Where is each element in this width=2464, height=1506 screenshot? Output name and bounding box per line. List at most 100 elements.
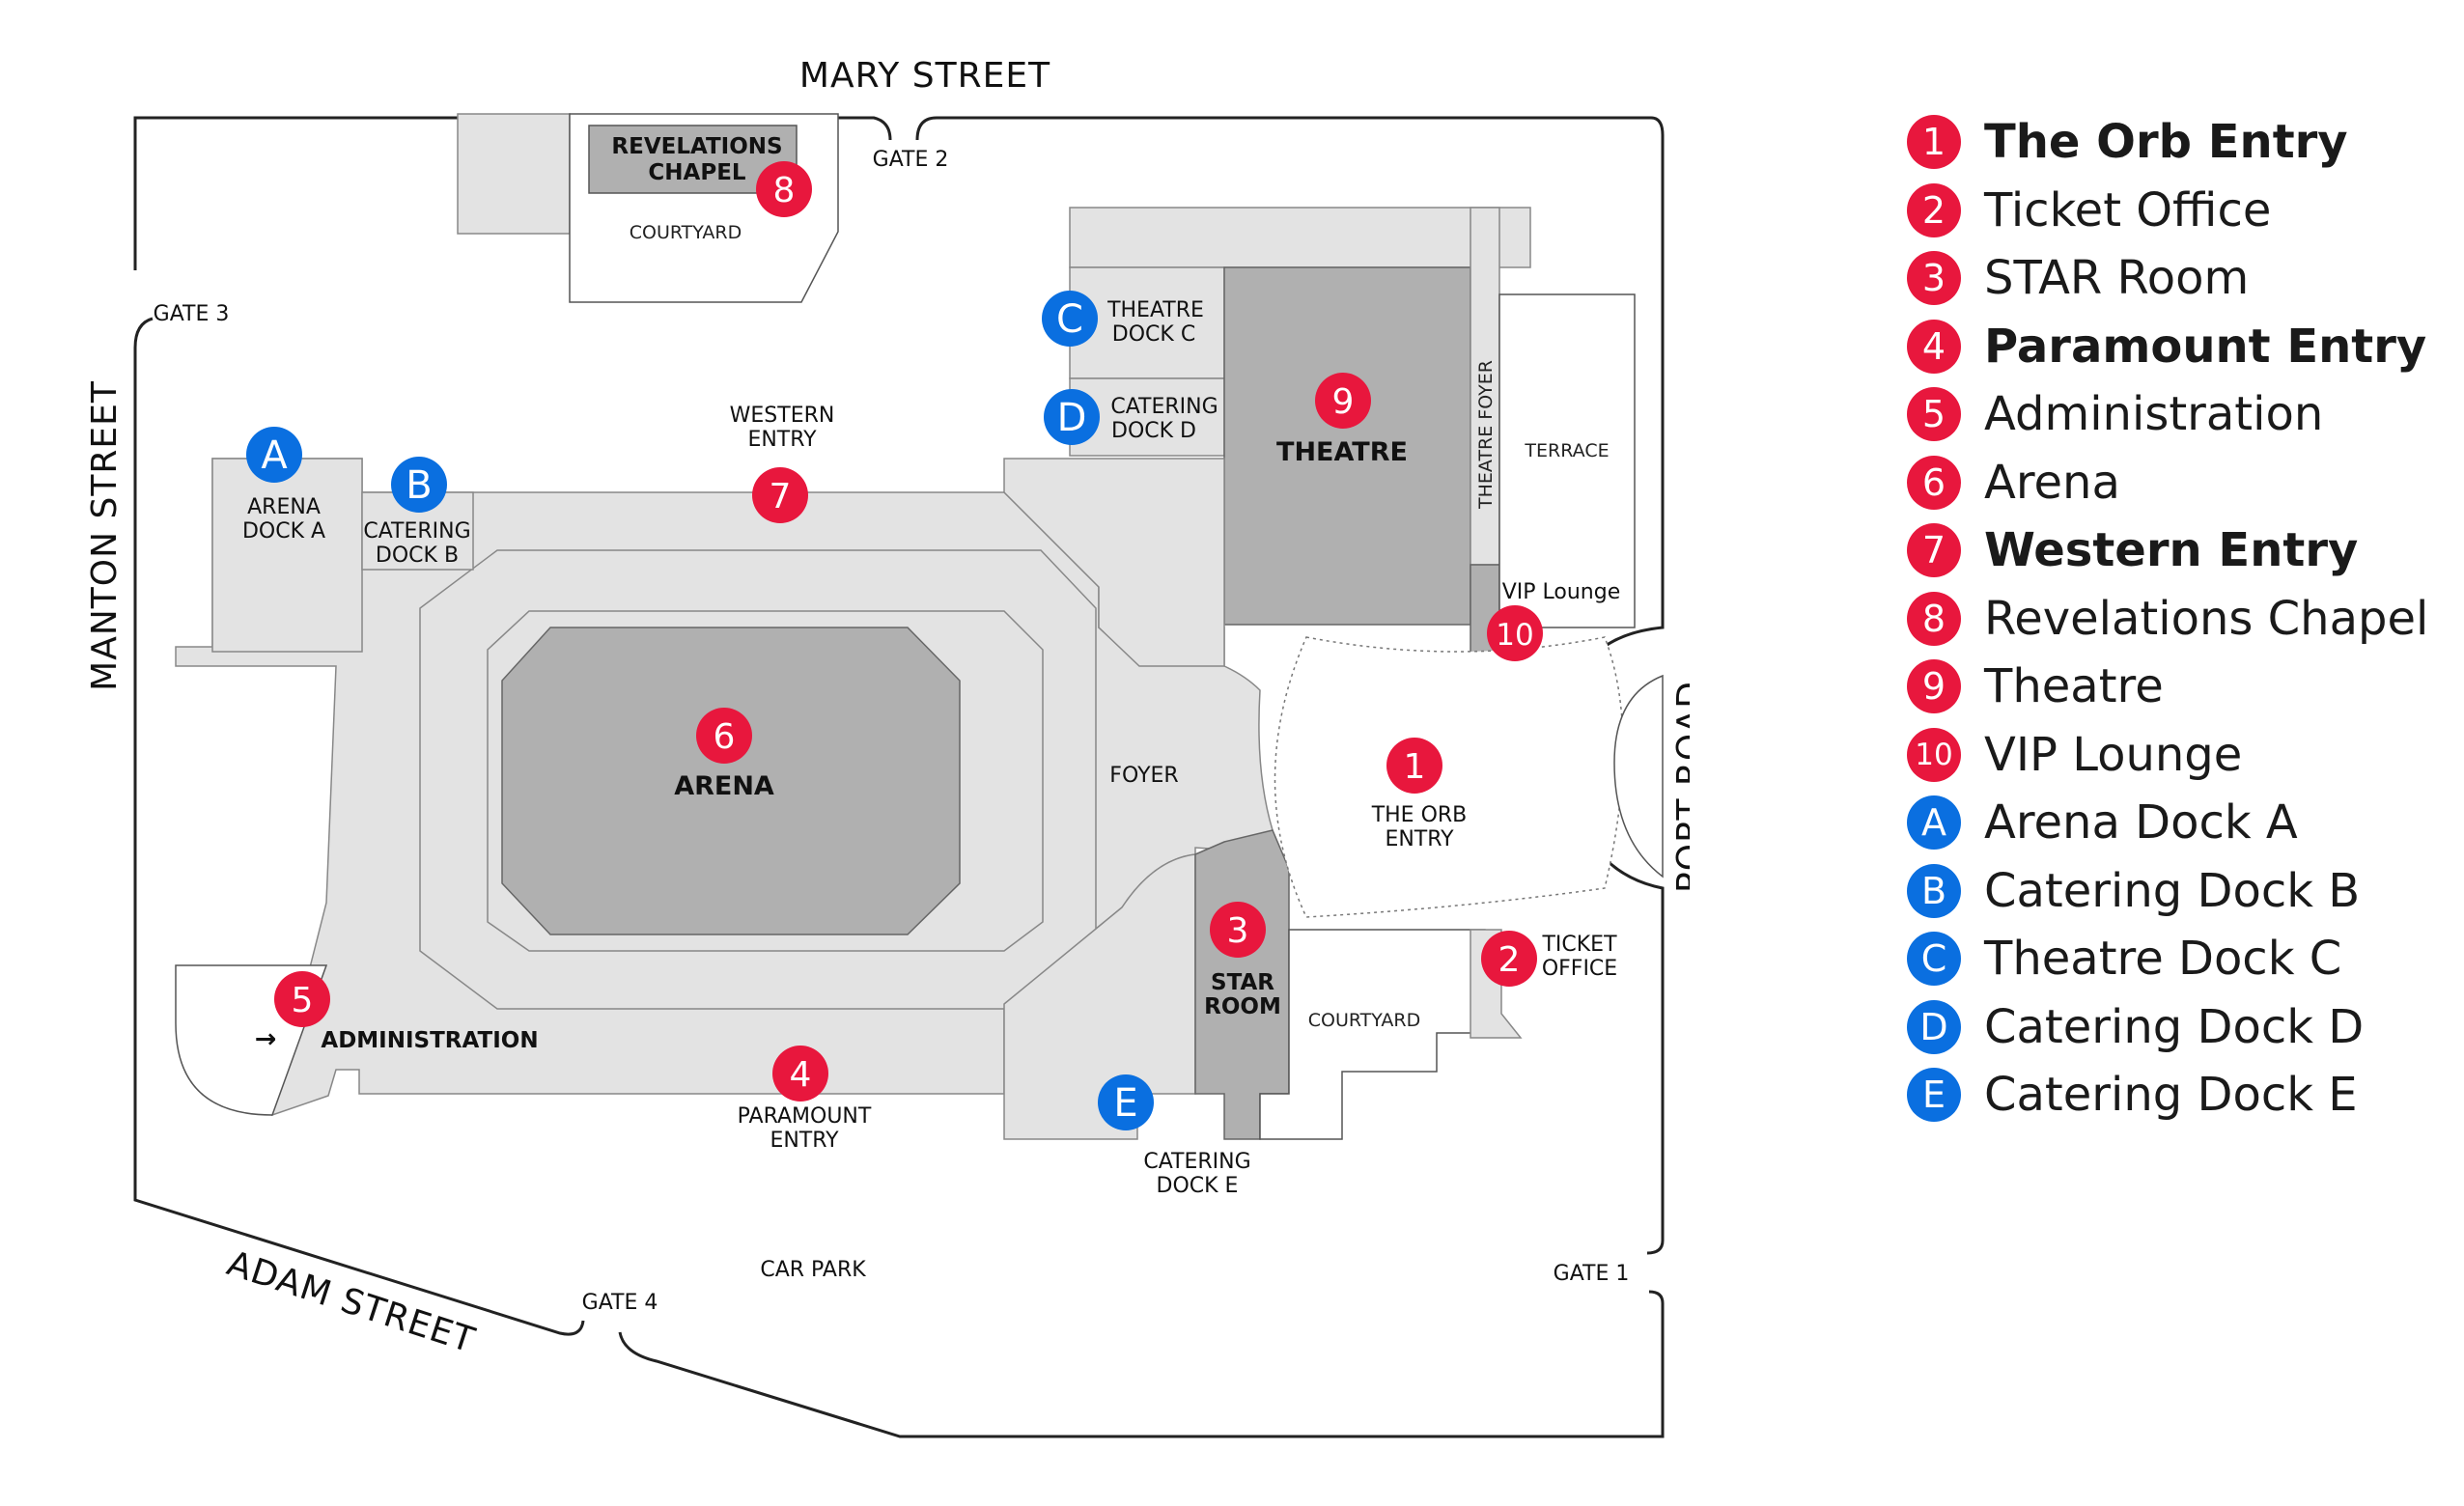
boundary-north-west: [133, 116, 892, 270]
legend-label: Revelations Chapel: [1984, 591, 2429, 646]
theatre-block: [1223, 266, 1471, 626]
svg-text:9: 9: [1332, 382, 1355, 422]
street-mary: MARY STREET: [799, 56, 1050, 96]
svg-text:6: 6: [714, 717, 736, 757]
legend-label: VIP Lounge: [1984, 727, 2243, 782]
legend-label: Theatre: [1984, 659, 2164, 714]
catering-dock-d-label-2: DOCK D: [1111, 419, 1196, 443]
arena-floor: [501, 627, 961, 935]
gate-3-label: GATE 3: [154, 302, 230, 326]
gate-1-label: GATE 1: [1554, 1262, 1630, 1286]
star-room-label-2: ROOM: [1204, 994, 1281, 1019]
marker-d[interactable]: D: [1044, 389, 1100, 445]
ticket-office-label-1: TICKET: [1541, 933, 1617, 957]
catering-dock-e-label-1: CATERING: [1143, 1150, 1250, 1174]
legend-badge: 5: [1907, 387, 1961, 442]
marker-9[interactable]: 9: [1315, 373, 1371, 429]
legend-badge: C: [1907, 932, 1961, 987]
marker-2[interactable]: 2: [1481, 931, 1537, 987]
port-road-bay: [1613, 674, 1664, 878]
legend-item[interactable]: 4 Paramount Entry: [1907, 313, 2448, 381]
arena-dock-a-label-2: DOCK A: [242, 519, 325, 544]
marker-3[interactable]: 3: [1210, 902, 1266, 958]
marker-a[interactable]: A: [246, 427, 302, 483]
svg-text:4: 4: [790, 1055, 812, 1095]
western-entry-label-2: ENTRY: [747, 428, 817, 452]
legend-badge: 3: [1907, 251, 1961, 306]
legend-label: STAR Room: [1984, 251, 2250, 306]
car-park-label: CAR PARK: [760, 1258, 866, 1282]
star-room-label-1: STAR: [1211, 970, 1274, 995]
marker-c[interactable]: C: [1042, 291, 1098, 347]
theatre-foyer-block: [1470, 207, 1500, 566]
catering-dock-b-label-2: DOCK B: [376, 544, 459, 568]
marker-e[interactable]: E: [1098, 1074, 1154, 1130]
marker-8[interactable]: 8: [756, 161, 812, 217]
western-entry-label-1: WESTERN: [730, 404, 835, 428]
gate-4-label: GATE 4: [582, 1291, 658, 1315]
marker-b[interactable]: B: [391, 457, 447, 513]
legend-label: Western Entry: [1984, 523, 2359, 578]
arena-label: ARENA: [674, 771, 774, 801]
courtyard-bottom-label: COURTYARD: [1308, 1010, 1421, 1031]
svg-text:7: 7: [770, 477, 792, 516]
legend-item[interactable]: 3 STAR Room: [1907, 244, 2448, 313]
marker-10[interactable]: 10: [1487, 605, 1543, 661]
legend-label: Catering Dock D: [1984, 999, 2365, 1054]
courtyard-bottom: [1259, 929, 1486, 1140]
svg-text:8: 8: [773, 171, 796, 210]
north-annex: [457, 113, 571, 235]
admin-arrow: →: [255, 1024, 277, 1054]
legend-badge: 1: [1907, 115, 1961, 170]
legend-badge: 10: [1907, 727, 1961, 782]
orb-entry-plaza: [1274, 636, 1624, 918]
legend-badge: 2: [1907, 182, 1961, 237]
orb-entry-label-2: ENTRY: [1385, 827, 1454, 851]
marker-1[interactable]: 1: [1386, 738, 1442, 794]
marker-4[interactable]: 4: [772, 1046, 828, 1102]
legend-badge: 4: [1907, 319, 1961, 374]
vip-lounge-label: VIP Lounge: [1502, 580, 1621, 604]
svg-text:A: A: [261, 433, 288, 478]
revelations-label-1: REVELATIONS: [611, 134, 782, 159]
marker-6[interactable]: 6: [696, 708, 752, 764]
arena-dock-a-block: [211, 458, 363, 653]
theatre-foyer-label: THEATRE FOYER: [1475, 360, 1497, 510]
orb-entry-label-1: THE ORB: [1371, 803, 1468, 827]
svg-text:C: C: [1056, 297, 1083, 342]
legend-badge: A: [1907, 795, 1961, 851]
legend-badge: 8: [1907, 591, 1961, 646]
boundary-south: [618, 1290, 1665, 1438]
legend-label: The Orb Entry: [1984, 115, 2348, 170]
street-port: PORT ROAD: [1670, 681, 1690, 893]
theatre-dock-c-label-2: DOCK C: [1112, 322, 1195, 347]
legend-item[interactable]: 10 VIP Lounge: [1907, 721, 2448, 790]
svg-text:10: 10: [1496, 618, 1533, 653]
boundary-west: [133, 317, 585, 1336]
street-adam: ADAM STREET: [222, 1243, 480, 1361]
arena-dock-a-label-1: ARENA: [247, 495, 321, 519]
paramount-entry-label-2: ENTRY: [770, 1129, 839, 1153]
legend-item[interactable]: 8 Revelations Chapel: [1907, 585, 2448, 654]
legend-label: Paramount Entry: [1984, 319, 2427, 374]
foyer-label: FOYER: [1109, 764, 1178, 788]
marker-5[interactable]: 5: [274, 971, 330, 1027]
legend-item[interactable]: 1 The Orb Entry: [1907, 108, 2448, 177]
courtyard-top-label: COURTYARD: [630, 222, 742, 243]
marker-7[interactable]: 7: [752, 467, 808, 523]
legend-label: Catering Dock E: [1984, 1068, 2358, 1123]
svg-text:3: 3: [1227, 911, 1249, 951]
catering-dock-d-label-1: CATERING: [1110, 395, 1218, 419]
revelations-label-2: CHAPEL: [648, 160, 745, 185]
catering-dock-b-label-1: CATERING: [363, 519, 470, 544]
